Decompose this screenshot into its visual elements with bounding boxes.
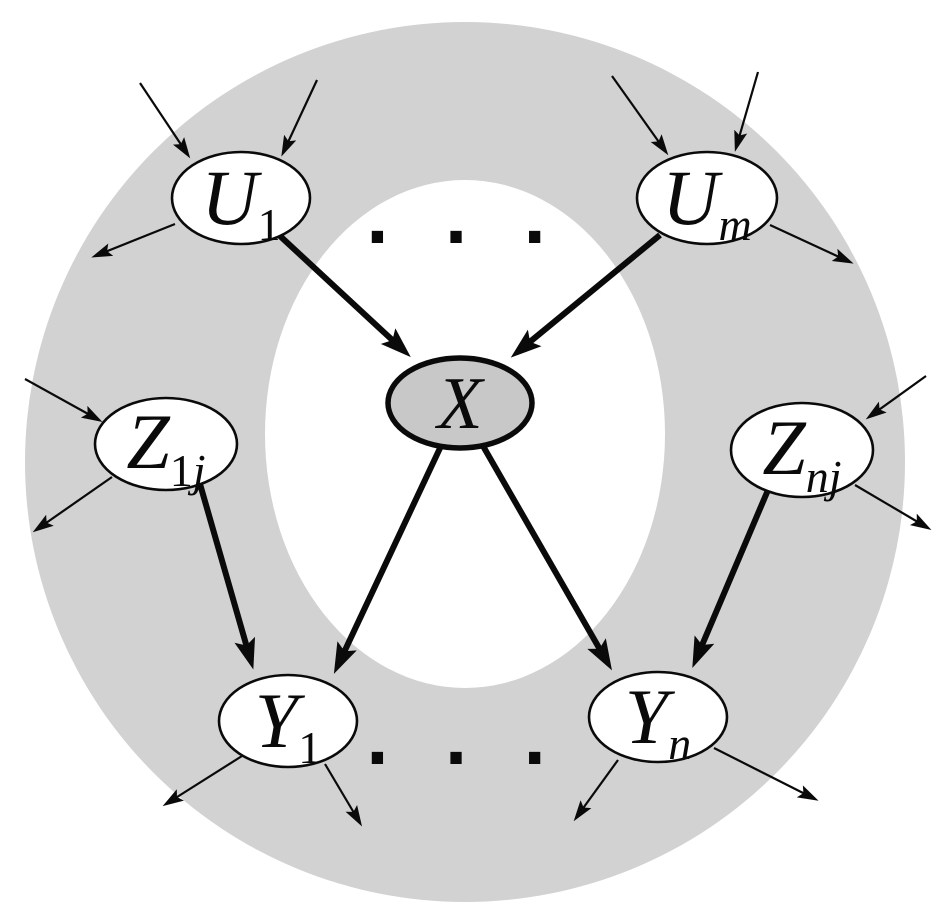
label-z1j-sub-num: 1	[170, 445, 193, 496]
ellipsis-top: . . .	[365, 185, 563, 259]
nodes	[93, 150, 875, 769]
label-znj-sub: nj	[806, 451, 842, 502]
node-y1	[217, 673, 359, 769]
ellipsis-bottom: . . .	[365, 706, 563, 780]
arrow-out-yn-left	[573, 759, 619, 822]
node-znj	[729, 401, 875, 499]
node-z1j	[93, 396, 239, 492]
edge-x-to-yn	[480, 444, 612, 671]
label-um-main: U	[662, 154, 723, 241]
label-u1-main: U	[201, 154, 262, 241]
edge-u1-to-x	[277, 233, 411, 358]
label-yn-sub: n	[668, 718, 691, 769]
arrow-out-u1	[91, 222, 176, 258]
label-znj-main: Z	[762, 404, 807, 491]
label-u1-sub: 1	[258, 199, 281, 250]
node-yn	[587, 670, 729, 764]
edge-um-to-x	[510, 232, 662, 358]
label-znj: Znj	[762, 404, 841, 502]
label-z1j-sub-alpha: j	[188, 445, 206, 496]
edge-znj-to-yn	[692, 488, 771, 669]
label-y1-main: Y	[255, 677, 306, 764]
node-x	[385, 355, 535, 451]
label-x-main: X	[434, 363, 485, 445]
label-yn-main: Y	[625, 673, 676, 760]
arrow-into-um-right	[734, 71, 760, 152]
edge-z1j-to-y1	[197, 483, 256, 670]
label-x: X	[434, 363, 485, 445]
label-um-sub: m	[719, 199, 752, 250]
label-y1-sub: 1	[298, 722, 321, 773]
arrow-out-yn-right	[713, 747, 819, 801]
external-arrows	[24, 71, 932, 827]
arrow-out-y1-left	[162, 755, 243, 807]
arrow-out-um	[769, 224, 854, 264]
arrow-into-u1-right	[281, 79, 318, 157]
node-um	[635, 150, 779, 246]
label-z1j: Z1j	[126, 398, 205, 496]
label-z1j-main: Z	[126, 398, 171, 485]
arrow-into-z1j	[24, 378, 103, 422]
edge-x-to-y1	[333, 444, 444, 674]
arrow-into-u1-left	[139, 82, 191, 159]
arrow-into-um-left	[611, 75, 669, 156]
label-um: Um	[662, 154, 752, 250]
label-y1: Y1	[255, 677, 321, 773]
node-labels: U1 Um X Z1j Znj Y1 Yn	[126, 154, 841, 773]
arrow-out-y1-right	[324, 763, 363, 827]
arrow-out-z1j	[32, 476, 113, 533]
label-yn: Yn	[625, 673, 691, 769]
arrow-into-znj	[865, 375, 927, 420]
internal-edges	[197, 232, 771, 674]
node-u1	[170, 150, 312, 246]
label-u1: U1	[201, 154, 280, 250]
arrow-out-znj	[854, 484, 932, 531]
